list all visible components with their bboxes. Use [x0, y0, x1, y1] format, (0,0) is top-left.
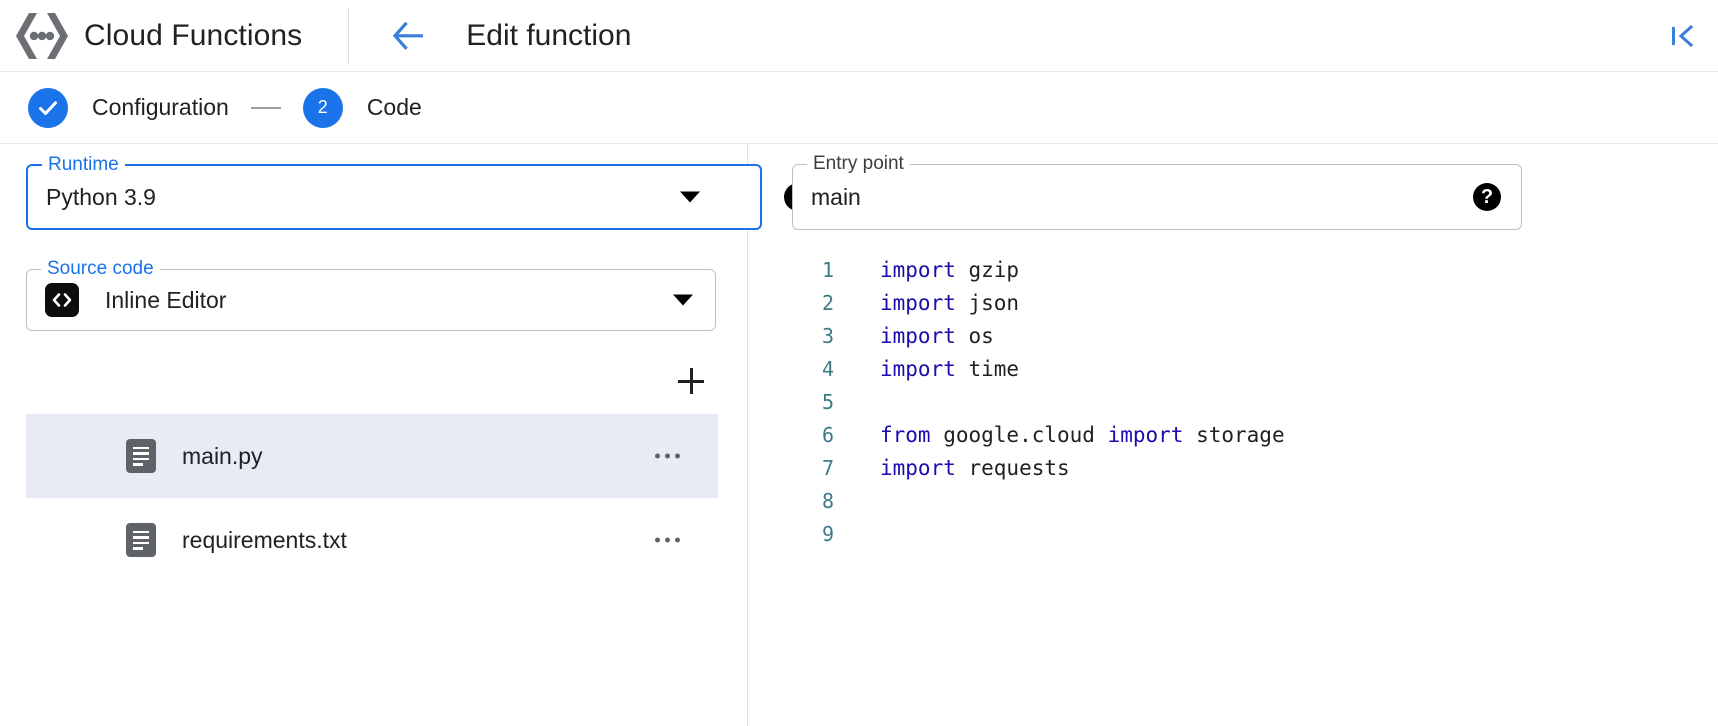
code-keyword: import [880, 258, 956, 282]
file-name: requirements.txt [182, 526, 347, 553]
code-line: 2 import json [792, 287, 1718, 320]
file-name: main.py [182, 442, 263, 469]
source-code-value: Inline Editor [105, 286, 227, 313]
line-number: 6 [821, 423, 834, 447]
line-number: 1 [821, 258, 834, 282]
code-line: 4 import time [792, 353, 1718, 386]
file-icon [126, 523, 156, 557]
code-keyword: import [880, 291, 956, 315]
runtime-legend: Runtime [42, 155, 125, 175]
code-line: 5 [792, 386, 1718, 419]
code-line: 8 [792, 485, 1718, 518]
file-list-item-main-py[interactable]: main.py [26, 414, 718, 498]
code-token: storage [1183, 423, 1285, 447]
code-token: time [955, 357, 1020, 381]
code-editor[interactable]: 1 import gzip 2 import json 3 import os 4 impor… [792, 254, 1718, 726]
step-code[interactable]: 2 Code [302, 87, 422, 128]
step-code-label: Code [366, 94, 422, 120]
code-keyword: import [880, 357, 956, 381]
entry-point-help-icon[interactable]: ? [1473, 183, 1501, 211]
source-code-select[interactable]: Source code Inline Editor [26, 259, 716, 331]
code-line: 6 from google.cloud import storage [792, 419, 1718, 452]
line-number: 9 [821, 522, 834, 546]
line-number: 5 [821, 390, 834, 414]
main-content: Runtime Python 3.9 ? Source code Inline … [0, 144, 1718, 726]
code-token: gzip [955, 258, 1020, 282]
back-arrow-icon[interactable] [385, 12, 433, 60]
line-number: 7 [821, 456, 834, 480]
line-number: 3 [821, 324, 834, 348]
entry-point-value: main [811, 183, 861, 210]
code-line: 7 import requests [792, 452, 1718, 485]
chevron-down-icon[interactable] [680, 191, 700, 203]
code-line: 9 [792, 518, 1718, 551]
wizard-stepper: Configuration 2 Code [0, 72, 1718, 144]
header-divider [348, 7, 350, 64]
code-brackets-icon [45, 283, 79, 317]
code-line-text: import json [880, 287, 1019, 320]
more-options-icon[interactable] [647, 446, 688, 467]
collapse-panel-icon[interactable] [1662, 16, 1702, 56]
app-header: Cloud Functions Edit function [0, 0, 1718, 72]
entry-point-legend: Entry point [807, 154, 910, 174]
left-pane: Runtime Python 3.9 ? Source code Inline … [0, 144, 812, 726]
step-configuration-marker [28, 87, 68, 128]
code-keyword: import [1107, 423, 1184, 447]
more-options-icon[interactable] [647, 530, 688, 551]
add-file-button[interactable] [671, 361, 711, 401]
runtime-value: Python 3.9 [46, 183, 156, 210]
code-line-text: import os [880, 320, 994, 353]
file-list: main.py requirements.txt [26, 414, 718, 582]
code-line: 3 import os [792, 320, 1718, 353]
code-line-text: import requests [880, 452, 1070, 485]
code-line: 1 import gzip [792, 254, 1718, 287]
right-pane: Entry point main ? 1 import gzip 2 import j… [748, 144, 1718, 726]
runtime-row: Runtime Python 3.9 ? [26, 155, 812, 230]
step-connector [250, 106, 281, 109]
code-line-text: from google.cloud import storage [880, 419, 1285, 452]
code-keyword: import [880, 324, 956, 348]
entry-point-input[interactable]: Entry point main ? [792, 154, 1522, 230]
file-list-item-requirements-txt[interactable]: requirements.txt [26, 498, 718, 582]
step-configuration[interactable]: Configuration [28, 87, 229, 128]
code-keyword: import [880, 456, 956, 480]
code-token: json [955, 291, 1020, 315]
code-line-text: import time [880, 353, 1019, 386]
code-token: requests [955, 456, 1070, 480]
line-number: 2 [821, 291, 834, 315]
code-token: google.cloud [930, 423, 1108, 447]
source-code-legend: Source code [41, 259, 160, 279]
runtime-select[interactable]: Runtime Python 3.9 [26, 155, 762, 230]
step-code-marker: 2 [302, 87, 343, 128]
page-title: Edit function [466, 18, 632, 52]
chevron-down-icon[interactable] [673, 294, 693, 306]
line-number: 4 [821, 357, 834, 381]
step-configuration-label: Configuration [92, 94, 229, 120]
code-keyword: from [880, 423, 931, 447]
file-icon [126, 439, 156, 473]
app-title: Cloud Functions [84, 18, 303, 52]
code-token: os [955, 324, 994, 348]
line-number: 8 [821, 489, 834, 513]
cloud-functions-logo-icon [0, 10, 84, 62]
code-line-text: import gzip [880, 254, 1019, 287]
entry-point-row: Entry point main ? [792, 154, 1522, 230]
